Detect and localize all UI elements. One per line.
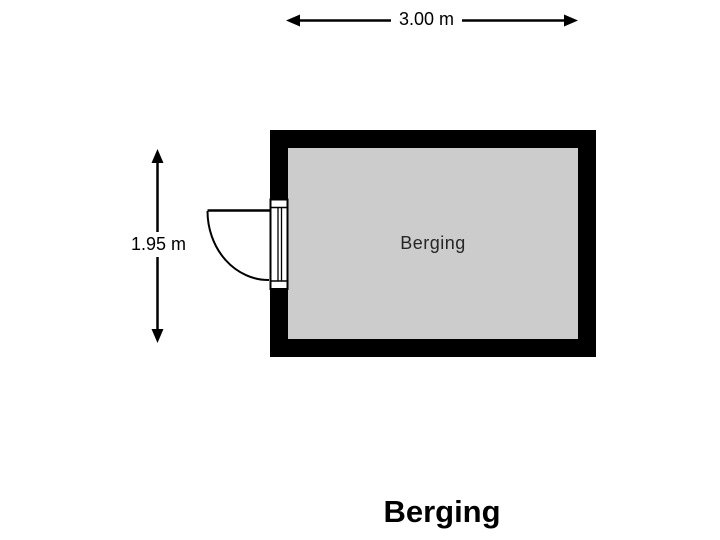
- room-label: Berging: [400, 233, 466, 253]
- door-swing-arc: [206, 210, 270, 282]
- width-arrowhead-left: [286, 14, 300, 27]
- door-frame: [269, 198, 289, 290]
- door-frame-outline: [269, 198, 289, 290]
- height-arrowhead-top: [151, 149, 164, 163]
- width-dimension-label: 3.00 m: [391, 7, 463, 32]
- door-swing: [206, 209, 270, 282]
- height-arrowhead-bottom: [151, 329, 164, 343]
- height-dimension-label: 1.95 m: [123, 232, 195, 257]
- plan-title: Berging: [383, 494, 501, 529]
- width-arrowhead-right: [564, 14, 578, 27]
- room-floor: [288, 148, 578, 339]
